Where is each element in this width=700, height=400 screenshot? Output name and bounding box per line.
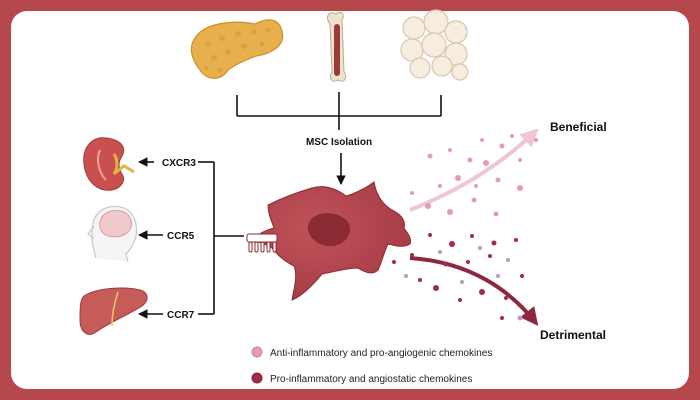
isolation-label: MSC Isolation <box>306 137 372 148</box>
legend-pro-swatch <box>251 372 263 384</box>
msc-cell <box>251 181 411 301</box>
organ-bracket <box>198 161 244 315</box>
receptor-cluster-icon <box>246 233 278 253</box>
ccr7-label: CCR7 <box>167 310 195 321</box>
mixed-chemokine-dots <box>404 246 523 321</box>
pancreas-icon <box>190 19 284 79</box>
legend: Anti-inflammatory and pro-angiogenic che… <box>251 346 492 385</box>
liver-icon <box>79 287 148 335</box>
adipose-tissue-icon <box>400 9 469 81</box>
kidney-icon <box>83 137 135 191</box>
beneficial-arrow <box>409 128 539 212</box>
brain-icon <box>87 205 138 263</box>
anti-inflammatory-chemokine-dots <box>410 134 538 217</box>
cell-nucleus <box>307 213 351 247</box>
legend-anti-label: Anti-inflammatory and pro-angiogenic che… <box>270 348 492 359</box>
bone-icon <box>327 11 347 82</box>
legend-pro-label: Pro-inflammatory and angiostatic chemoki… <box>270 374 472 385</box>
legend-anti-swatch <box>251 346 263 358</box>
beneficial-label: Beneficial <box>550 120 607 134</box>
detrimental-label: Detrimental <box>540 328 606 342</box>
detrimental-arrow <box>409 256 539 326</box>
ccr5-label: CCR5 <box>167 231 195 242</box>
cxcr3-label: CXCR3 <box>162 158 196 169</box>
source-bracket <box>236 92 442 130</box>
pro-inflammatory-chemokine-dots <box>392 233 524 320</box>
